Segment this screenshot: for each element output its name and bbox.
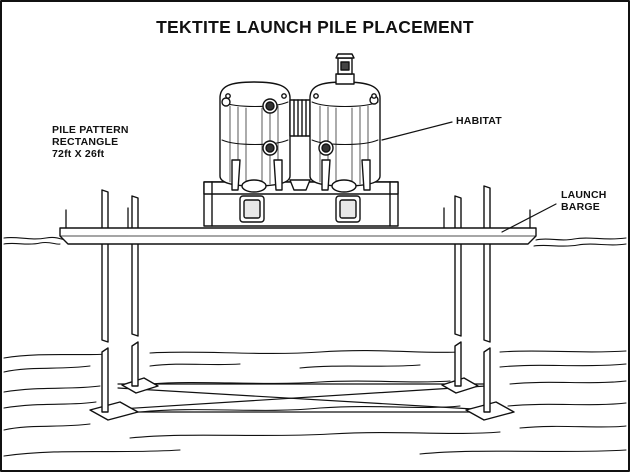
seabed-lines xyxy=(3,350,627,457)
pile-cross-bracing xyxy=(103,383,491,413)
barge-label-line-2: BARGE xyxy=(561,201,600,213)
base-hatch-openings xyxy=(239,195,361,223)
pile-pattern-line-2: RECTANGLE xyxy=(52,136,119,148)
pile-pattern-label: PILE PATTERN RECTANGLE 72ft X 26ft xyxy=(52,124,129,160)
launch-barge-label: LAUNCH BARGE xyxy=(561,189,607,213)
barge-stanchions xyxy=(65,207,531,229)
piles-lower xyxy=(101,341,491,413)
pile-pattern-line-1: PILE PATTERN xyxy=(52,124,129,136)
habitat-label: HABITAT xyxy=(456,115,502,127)
habitat-support-legs xyxy=(231,159,371,193)
leader-lines xyxy=(381,121,557,233)
sea-surface-waves xyxy=(3,236,627,247)
barge-label-line-1: LAUNCH xyxy=(561,189,607,201)
pile-pattern-line-3: 72ft X 26ft xyxy=(52,148,105,160)
observation-cupola xyxy=(335,53,355,85)
connecting-tunnel xyxy=(289,99,311,137)
diagram-title: TEKTITE LAUNCH PILE PLACEMENT xyxy=(156,17,474,37)
launch-barge xyxy=(59,227,537,245)
